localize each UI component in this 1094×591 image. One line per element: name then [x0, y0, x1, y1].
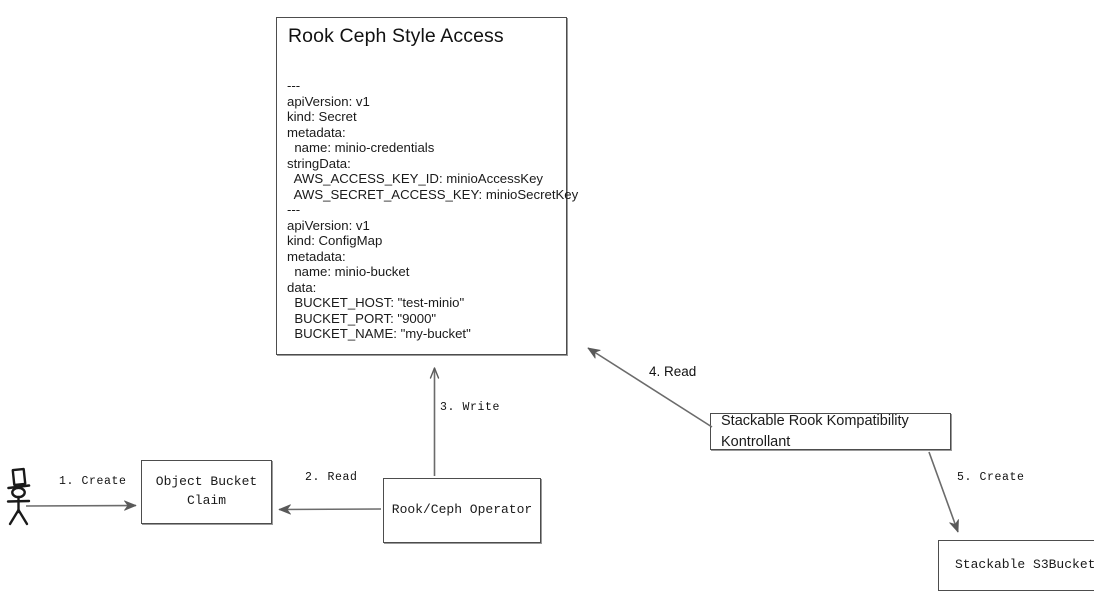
- yaml-card-body: --- apiVersion: v1 kind: Secret metadata…: [287, 78, 579, 341]
- node-stackable-s3bucket[interactable]: Stackable S3Bucket: [938, 540, 1094, 591]
- edge-arrow-5-create: [928, 451, 959, 533]
- edge-label-2-read: 2. Read: [305, 471, 358, 484]
- yaml-card-title: Rook Ceph Style Access: [288, 25, 504, 47]
- edge-arrow-1-create: [25, 500, 137, 511]
- node-rook-ceph-operator[interactable]: Rook/Ceph Operator: [383, 478, 541, 543]
- edge-label-5-create: 5. Create: [957, 471, 1025, 484]
- edge-label-1-create: 1. Create: [59, 475, 127, 488]
- edge-arrow-4-read: [587, 347, 713, 428]
- edge-label-3-write: 3. Write: [440, 401, 501, 414]
- edge-label-4-read: 4. Read: [649, 364, 697, 379]
- node-stackable-rook-kompatibility-kontrollant[interactable]: Stackable Rook Kompatibility Kontrollant: [710, 413, 951, 450]
- node-rook-ceph-style-access[interactable]: Rook Ceph Style Access --- apiVersion: v…: [276, 17, 578, 355]
- edge-arrow-2-read: [278, 504, 382, 515]
- node-object-bucket-claim[interactable]: Object Bucket Claim: [141, 460, 272, 524]
- actor-stick-figure-icon: [6, 467, 31, 526]
